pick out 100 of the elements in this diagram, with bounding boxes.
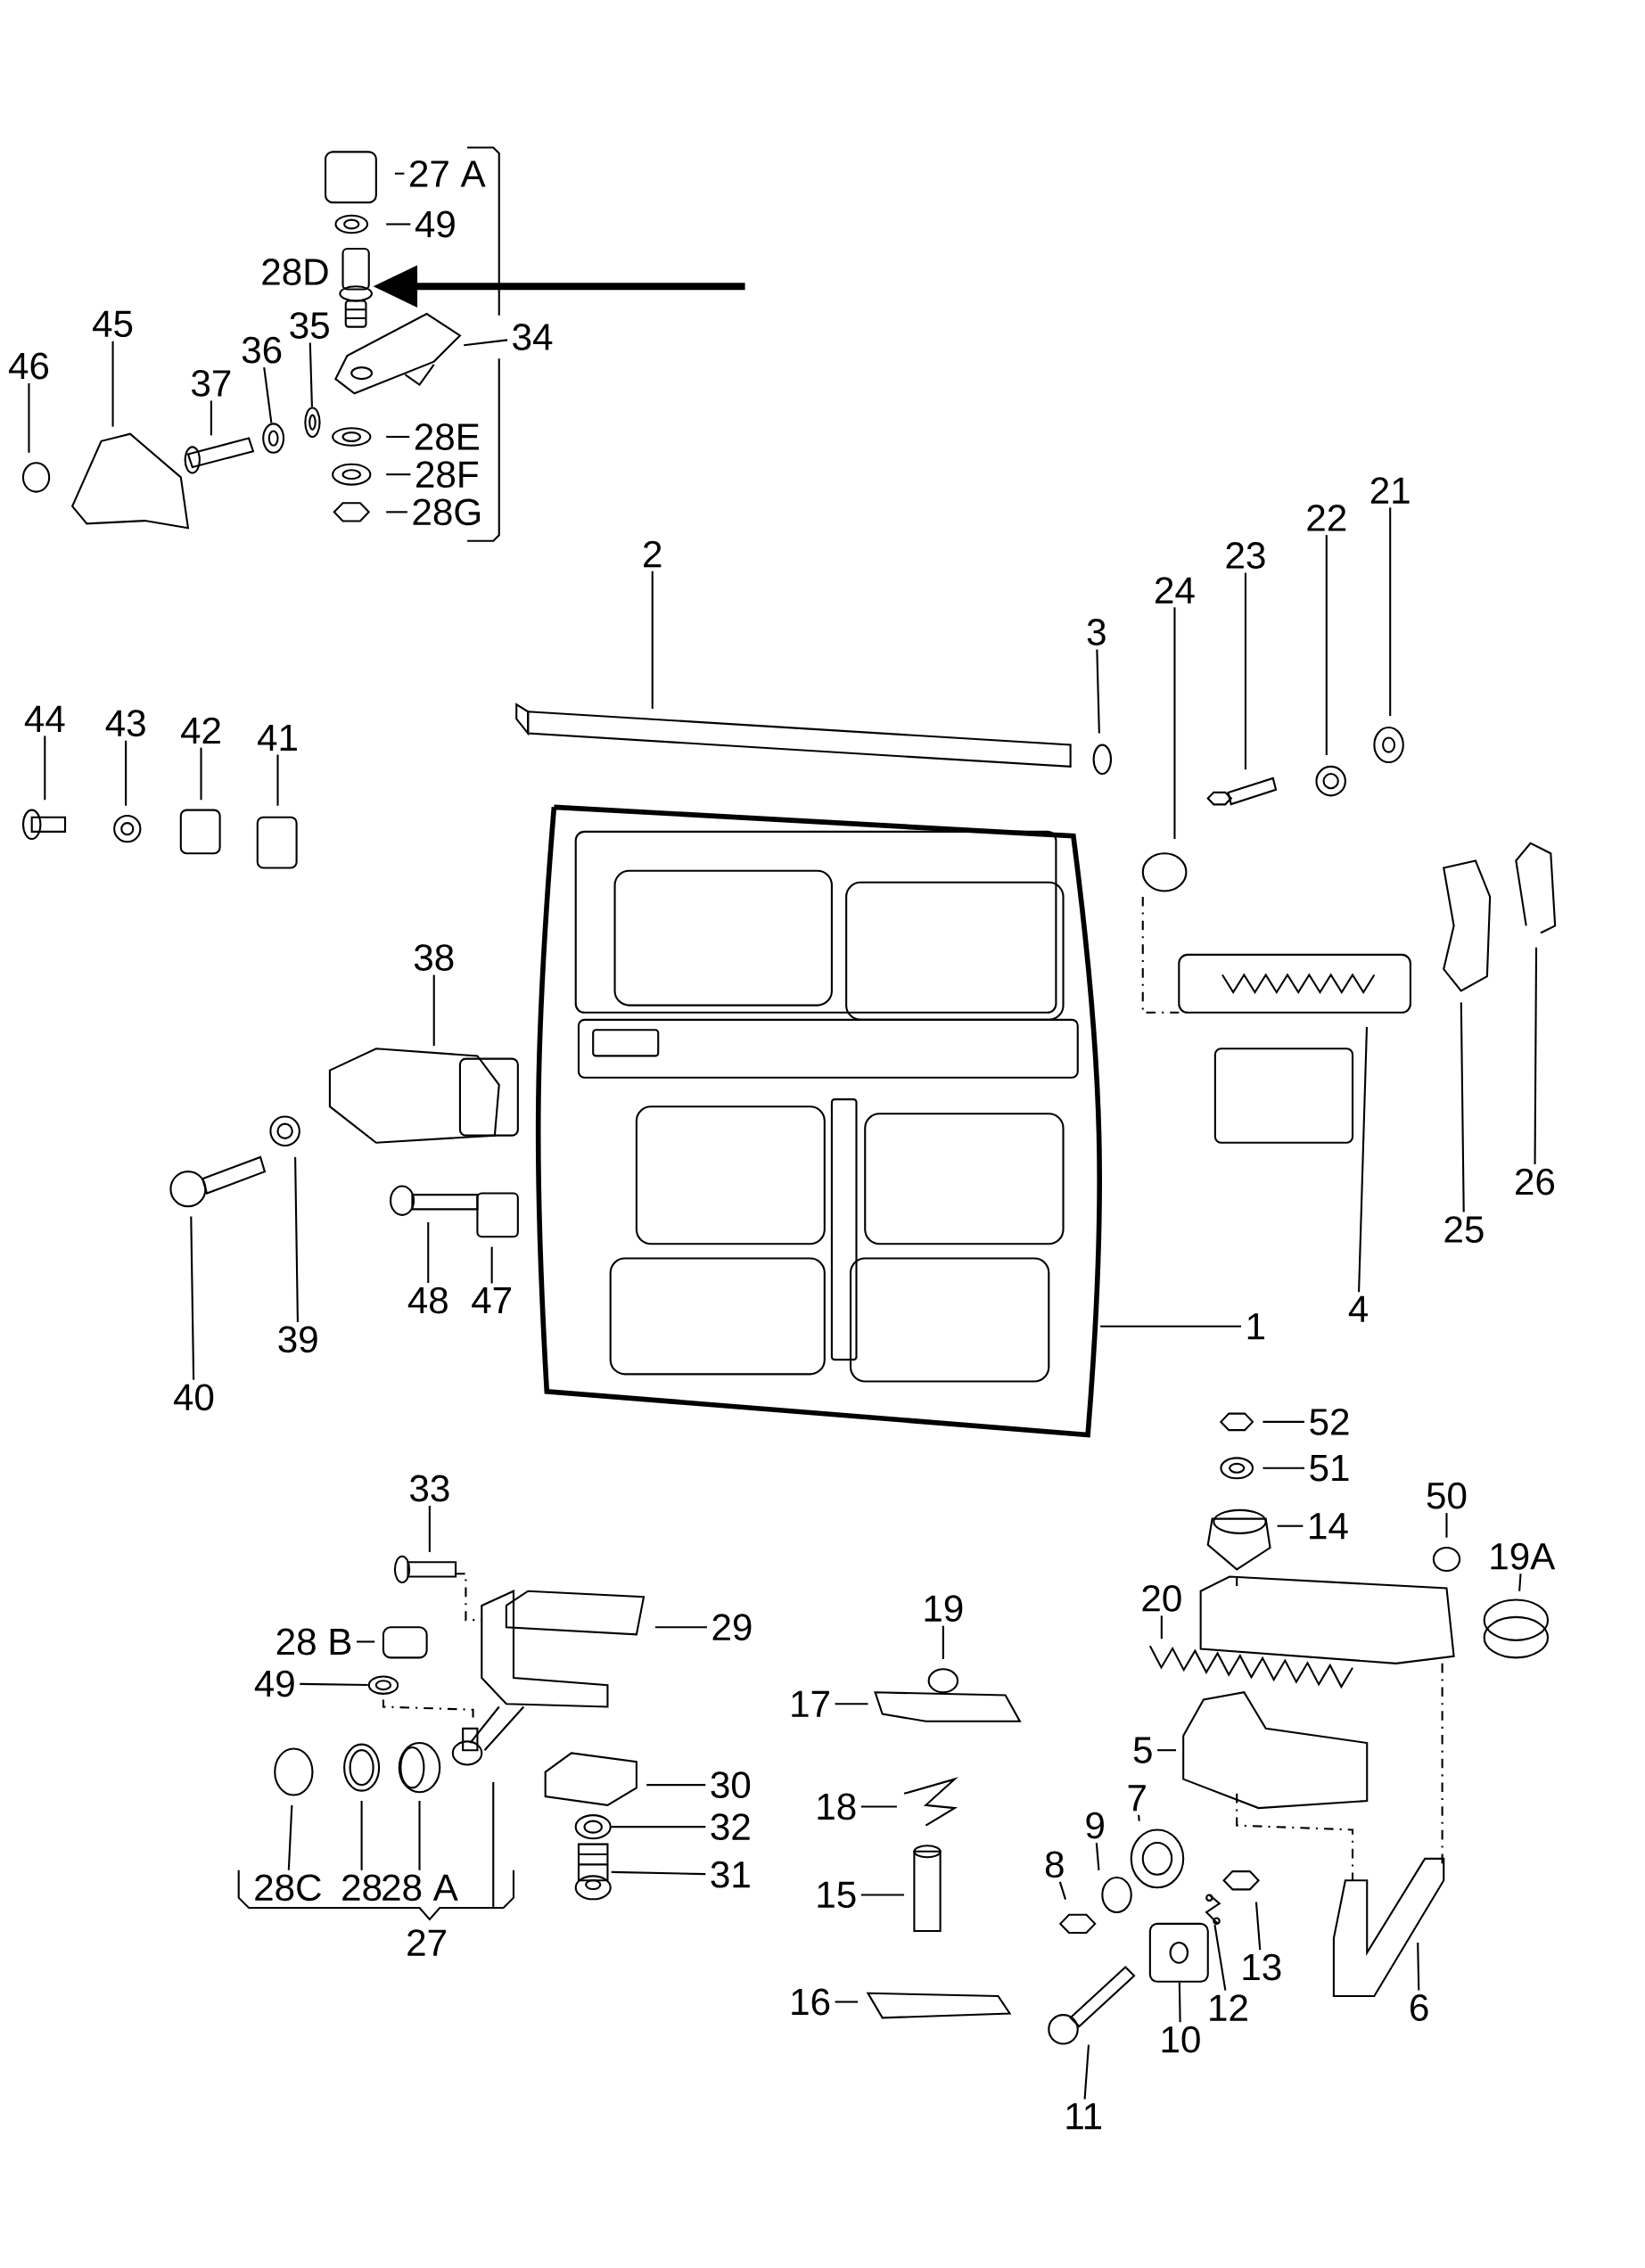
leader-line <box>611 1826 706 1828</box>
leader-line <box>210 400 213 436</box>
leader-line <box>1083 2044 1090 2100</box>
leader-line <box>1263 1420 1305 1423</box>
callout-number: 1 <box>1247 1313 1265 1340</box>
callout-number: 7 <box>1128 1785 1146 1812</box>
leader-line <box>1263 1467 1305 1469</box>
leader-line <box>287 1804 293 1870</box>
callout-number: 23 <box>1226 542 1265 569</box>
callout-number: 35 <box>290 312 329 339</box>
leader-line <box>360 1800 363 1870</box>
leader-line <box>428 1506 432 1552</box>
leader-line <box>386 473 411 476</box>
callout-number: 24 <box>1156 577 1195 604</box>
leader-line <box>44 735 46 801</box>
callout-number: 2 <box>644 540 662 568</box>
leader-line <box>1157 1749 1177 1752</box>
callout-number: 12 <box>1210 1994 1247 2021</box>
leader-line <box>1160 1615 1164 1639</box>
leader-line <box>276 754 279 806</box>
callout-number: 28 B <box>276 1628 351 1656</box>
leader-line <box>651 571 654 709</box>
callout-number: 11 <box>1066 2103 1102 2130</box>
leader-line <box>1358 1026 1369 1293</box>
leader-line <box>464 339 508 347</box>
leader-line <box>860 1894 905 1896</box>
callout-number: 34 <box>513 324 553 350</box>
leader-line <box>200 747 202 801</box>
leader-line <box>1100 1325 1242 1327</box>
leader-line <box>942 1625 945 1659</box>
callout-number: 36 <box>242 336 282 364</box>
leader-line <box>1417 1942 1420 1991</box>
lock-washer-drawing <box>574 1814 612 1840</box>
leader-line <box>1095 1842 1100 1870</box>
callout-number: 19 <box>925 1595 963 1623</box>
callout-number: 25 <box>1444 1216 1484 1243</box>
callout-number: 46 <box>9 352 49 380</box>
screw-drawing <box>574 1843 612 1901</box>
callout-number: 45 <box>93 310 133 338</box>
callout-number: 49 <box>415 210 455 238</box>
leader-line <box>1534 947 1538 1165</box>
callout-number: 28C <box>255 1874 322 1902</box>
callout-number: 28 <box>342 1874 382 1902</box>
callout-number: 27 A <box>410 160 486 187</box>
leader-line <box>294 1156 300 1322</box>
callout-number: 22 <box>1307 505 1346 531</box>
leader-line <box>1325 535 1328 755</box>
callout-number: 44 <box>24 705 65 732</box>
callout-number: 5 <box>1133 1737 1152 1763</box>
callout-number: 49 <box>254 1670 294 1697</box>
leader-line <box>860 1805 898 1808</box>
callout-number: 51 <box>1310 1455 1349 1482</box>
leader-line <box>1096 649 1101 734</box>
callout-number: 28E <box>415 423 480 450</box>
washer-drawing <box>367 1675 399 1695</box>
leader-line <box>111 341 114 427</box>
leader-line <box>1445 1513 1448 1538</box>
callout-number: 38 <box>415 944 454 971</box>
callout-number: 6 <box>1411 1994 1428 2021</box>
callout-number: 18 <box>818 1793 856 1820</box>
leader-line <box>386 511 408 514</box>
leader-line <box>1245 572 1247 770</box>
leader-line <box>263 367 273 423</box>
callout-number: 48 <box>407 1286 448 1314</box>
callout-number: 16 <box>792 1988 830 2016</box>
callout-number: 28G <box>413 498 481 526</box>
callout-number: 40 <box>174 1384 214 1411</box>
leader-line <box>646 1784 706 1787</box>
leader-line <box>1389 507 1392 717</box>
callout-number: 21 <box>1370 477 1410 504</box>
hinge-plate-drawing <box>334 312 462 395</box>
callout-number: 47 <box>472 1287 512 1314</box>
callout-number: 13 <box>1243 1953 1281 1981</box>
callout-number: 42 <box>181 717 220 744</box>
callout-number: 43 <box>105 710 145 737</box>
leader-line <box>1138 1814 1140 1821</box>
lock-washer-drawing <box>262 423 285 454</box>
block-drawing <box>1148 1922 1209 1983</box>
leader-line <box>308 342 314 407</box>
callout-number: 33 <box>410 1475 449 1502</box>
callout-number: 50 <box>1427 1482 1467 1509</box>
callout-number: 37 <box>192 370 231 397</box>
bolt-drawing <box>1048 1966 1136 2045</box>
leader-line <box>300 1682 368 1686</box>
leader-line <box>490 1246 493 1284</box>
leader-line <box>1173 607 1176 840</box>
callout-number: 32 <box>711 1813 750 1841</box>
callout-number: 19A <box>1491 1542 1556 1570</box>
leader-line <box>1518 1574 1522 1591</box>
leader-line <box>1058 1881 1067 1900</box>
callout-number: 17 <box>792 1690 830 1717</box>
leader-line <box>835 1703 868 1705</box>
callout-number: 41 <box>258 724 297 751</box>
callout-number: 28 A <box>382 1874 458 1902</box>
callout-number: 29 <box>712 1614 752 1641</box>
leader-line <box>611 1870 706 1876</box>
callout-number: 26 <box>1516 1168 1555 1196</box>
callout-number: 14 <box>1310 1513 1348 1540</box>
callout-number: 27 <box>407 1929 447 1956</box>
callout-number: 30 <box>711 1771 751 1799</box>
